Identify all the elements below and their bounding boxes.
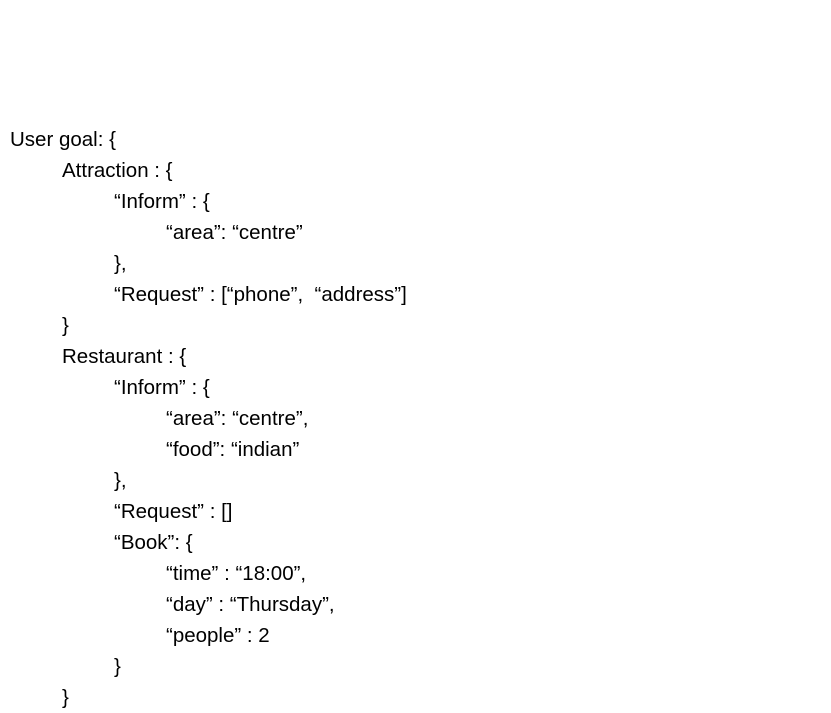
restaurant-inform-close-line: }, [114, 469, 127, 492]
attraction-inform-close-line: }, [114, 252, 127, 275]
attraction-close-line: } [62, 314, 69, 337]
attraction-area-line: “area”: “centre” [166, 221, 303, 244]
attraction-inform-open-line: “Inform” : { [114, 190, 210, 213]
restaurant-food-line: “food”: “indian” [166, 438, 300, 461]
restaurant-book-open-line: “Book”: { [114, 531, 193, 554]
restaurant-book-time-line: “time” : “18:00”, [166, 562, 307, 585]
restaurant-open-line: Restaurant : { [62, 345, 187, 368]
restaurant-area-line: “area”: “centre”, [166, 407, 309, 430]
restaurant-inform-open-line: “Inform” : { [114, 376, 210, 399]
restaurant-request-line: “Request” : [] [114, 500, 233, 523]
restaurant-close-line: } [62, 686, 69, 709]
user-goal-document: User goal: { Attraction : { “Inform” : {… [10, 124, 810, 713]
attraction-request-line: “Request” : [“phone”, “address”] [114, 283, 407, 306]
restaurant-book-day-line: “day” : “Thursday”, [166, 593, 335, 616]
attraction-open-line: Attraction : { [62, 159, 173, 182]
restaurant-book-people-line: “people” : 2 [166, 624, 270, 647]
user-goal-open-line: User goal: { [10, 128, 116, 151]
restaurant-book-close-line: } [114, 655, 121, 678]
